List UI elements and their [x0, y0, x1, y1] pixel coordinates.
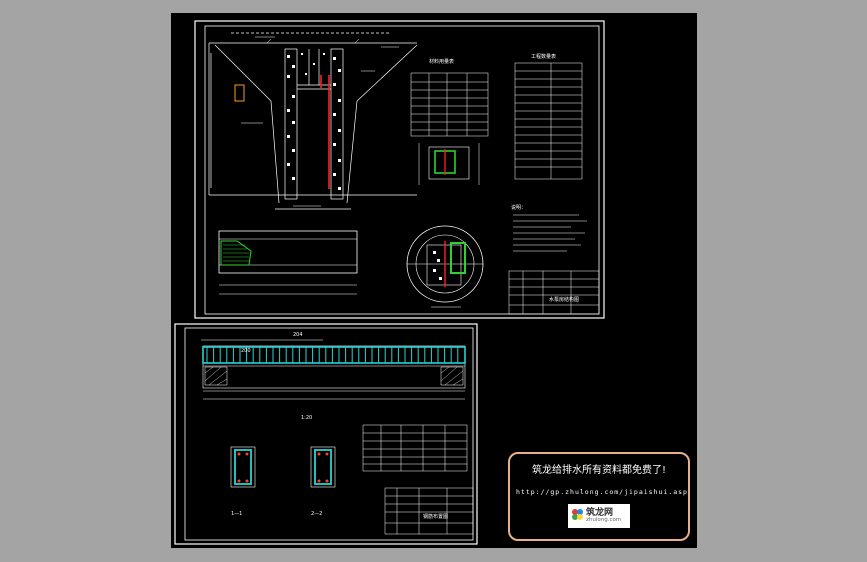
rebar-label-200: 200 [241, 348, 251, 354]
logo-mark-icon [572, 509, 583, 520]
section-1-1: 1—1 [230, 446, 256, 517]
small-plan-view [418, 143, 480, 185]
drawing-sheet-2: 200 204 1:20 1— [174, 323, 478, 545]
section-scale: 1:20 [301, 415, 312, 421]
pump-pit-rebar [320, 75, 330, 189]
drawing-sheet-1: 材料用量表 工程数量表 [194, 20, 605, 319]
zhulong-logo[interactable]: 筑龙网 zhulong.com [568, 504, 630, 528]
rebar-schedule-table [362, 424, 468, 472]
section-2-2: 2—2 [310, 446, 336, 517]
wall-hatching [287, 53, 341, 190]
pump-pit-elevation [208, 32, 418, 210]
rebar-label-204: 204 [293, 332, 303, 338]
materials-table [410, 72, 489, 137]
materials-table-title: 材料用量表 [429, 58, 454, 65]
ad-banner[interactable]: 筑龙给排水所有资料都免费了! http://gp.zhulong.com/jip… [508, 452, 690, 541]
title-block-sheet-2 [384, 487, 474, 535]
circular-plan-view [406, 225, 484, 308]
quantities-table [514, 62, 583, 180]
section-1-1-label: 1—1 [231, 511, 242, 517]
cad-model-space[interactable]: 材料用量表 工程数量表 [171, 13, 697, 548]
stirrups [206, 347, 459, 363]
beam-rebar-elevation: 200 204 1:20 [201, 332, 466, 421]
title-block-sheet-1 [508, 270, 600, 315]
ad-url-link[interactable]: http://gp.zhulong.com/jipaishui.asp [516, 488, 688, 496]
pipe-detail [234, 84, 245, 102]
logo-url: zhulong.com [586, 517, 622, 523]
title-block-1-name: 水泵房结构图 [549, 296, 579, 303]
elevation-annotations [241, 36, 399, 207]
logo-text: 筑龙网 [586, 508, 614, 518]
cad-drawing-svg: 材料用量表 工程数量表 [174, 20, 605, 545]
quantities-table-title: 工程数量表 [531, 53, 556, 60]
section-2-2-label: 2—2 [311, 511, 322, 517]
svg-text:说明：: 说明： [511, 204, 526, 211]
ad-title: 筑龙给排水所有资料都免费了! [531, 465, 666, 476]
title-block-2-name: 钢筋布置图 [423, 513, 448, 520]
design-notes: 说明： [511, 204, 587, 252]
beam-longitudinal-section [218, 230, 358, 295]
